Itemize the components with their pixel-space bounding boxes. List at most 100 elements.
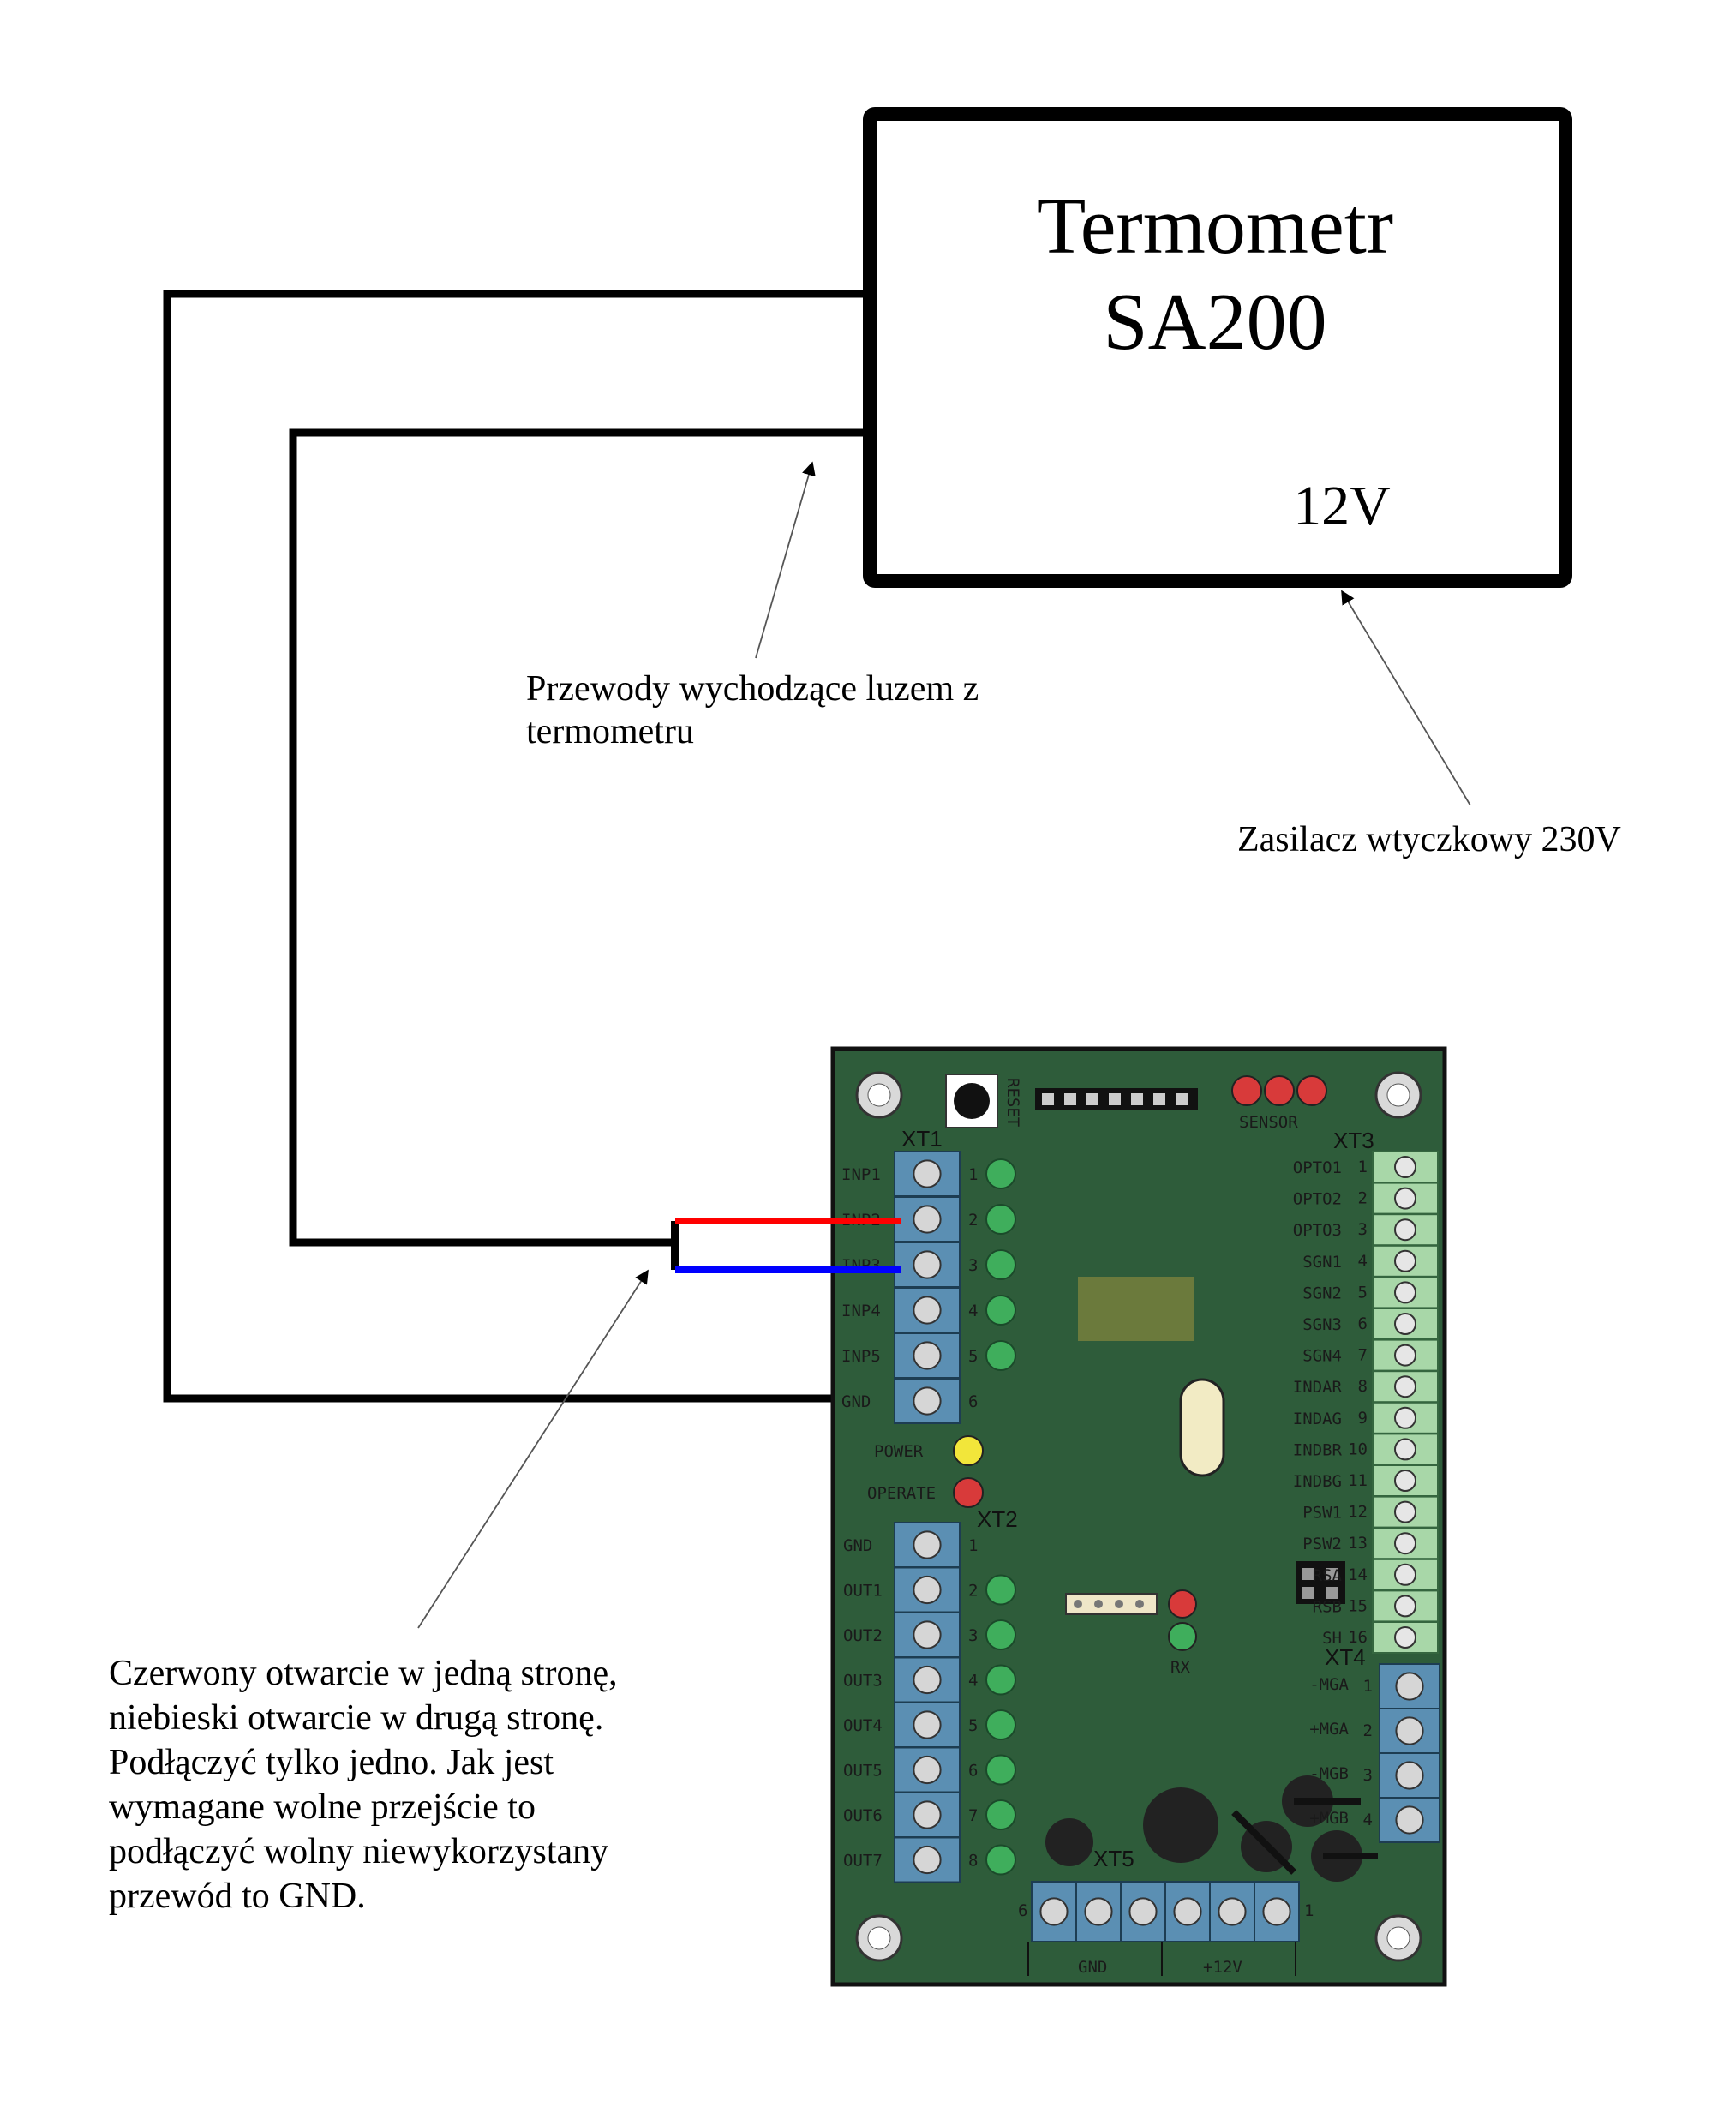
outer-black-wire <box>163 290 900 1403</box>
pin-number: 3 <box>1358 1220 1368 1239</box>
terminal-out1[interactable] <box>894 1566 961 1613</box>
pin-number: 14 <box>1348 1565 1368 1584</box>
mounting-hole <box>1374 1071 1422 1119</box>
pin-number: 16 <box>1348 1628 1368 1647</box>
jumper-block[interactable] <box>1296 1561 1345 1604</box>
loose-wires-label-line1: Przewody wychodzące luzem z <box>526 669 979 709</box>
instructions-text: Czerwony otwarcie w jedną stronę, niebie… <box>109 1654 618 1916</box>
power-supply-label: Zasilacz wtyczkowy 230V <box>1237 820 1621 859</box>
instructions-line: Podłączyć tylko jedno. Jak jest <box>109 1743 554 1782</box>
terminal-inp4[interactable] <box>894 1287 961 1333</box>
sensor-led <box>1231 1075 1262 1106</box>
terminal-gnd[interactable] <box>894 1522 961 1568</box>
pin-number: 2 <box>1363 1721 1373 1740</box>
power-terminal[interactable] <box>1075 1881 1122 1942</box>
power-terminal[interactable] <box>1164 1881 1211 1942</box>
transistor <box>1311 1830 1378 1882</box>
pin-label-mg: +MGB <box>1309 1809 1349 1828</box>
terminal--mgb[interactable] <box>1379 1752 1440 1799</box>
instructions-line: niebieski otwarcie w drugą stronę. <box>109 1698 603 1738</box>
pin-number: 13 <box>1348 1534 1368 1553</box>
terminal--mga[interactable] <box>1379 1663 1440 1709</box>
terminal-screw <box>1394 1218 1416 1242</box>
terminal-screw <box>1394 1375 1416 1398</box>
terminal-inp5[interactable] <box>894 1332 961 1379</box>
terminal-screw <box>1394 1595 1416 1618</box>
pin-label-rsa: RSA <box>1313 1566 1343 1585</box>
mounting-hole <box>1374 1914 1422 1962</box>
programming-header <box>1035 1088 1198 1110</box>
terminal-out7[interactable] <box>894 1836 961 1883</box>
reset-button[interactable] <box>945 1074 998 1128</box>
pin-number: 7 <box>968 1806 978 1825</box>
chip-outline <box>1078 1277 1194 1341</box>
instructions-line: wymagane wolne przejście to <box>109 1787 536 1827</box>
terminal-+mga[interactable] <box>1379 1708 1440 1754</box>
crystal <box>1179 1378 1225 1477</box>
power-terminal[interactable] <box>1120 1881 1166 1942</box>
terminal-inp1[interactable] <box>894 1151 961 1197</box>
xt2-title: XT2 <box>977 1506 1018 1532</box>
terminal-gnd[interactable] <box>894 1378 961 1424</box>
terminal-out5[interactable] <box>894 1746 961 1793</box>
power-supply-arrow <box>1341 590 1471 806</box>
output-led <box>985 1709 1016 1740</box>
pin-label-gnd: GND <box>843 1536 872 1555</box>
output-led <box>985 1619 1016 1650</box>
terminal-out3[interactable] <box>894 1656 961 1703</box>
instructions-arrow <box>417 1269 649 1629</box>
pin-number: 2 <box>968 1211 978 1230</box>
pin-label-gnd: GND <box>841 1392 871 1411</box>
pin-number: 9 <box>1358 1409 1368 1428</box>
pin-label-inp4: INP4 <box>841 1302 881 1320</box>
pin-number: 1 <box>1358 1158 1368 1176</box>
power-terminal[interactable] <box>1254 1881 1300 1942</box>
input-led <box>985 1295 1016 1326</box>
inner-black-wire <box>289 428 870 1247</box>
tx-led <box>1168 1589 1197 1619</box>
output-led <box>985 1844 1016 1876</box>
terminal-screw <box>1394 1187 1416 1210</box>
terminal-screw <box>1394 1249 1416 1272</box>
sensor-leds <box>1231 1075 1327 1106</box>
output-led <box>985 1754 1016 1786</box>
pin-label-inp5: INP5 <box>841 1347 881 1366</box>
terminal-out6[interactable] <box>894 1792 961 1838</box>
terminal-screw <box>1394 1156 1416 1178</box>
reset-label: RESET <box>1003 1078 1022 1127</box>
pin-label-indbr: INDBR <box>1293 1440 1343 1459</box>
pin-number: 8 <box>968 1852 978 1871</box>
pin-label-out4: OUT4 <box>843 1716 883 1735</box>
pin-label-mg: -MGB <box>1309 1764 1349 1783</box>
xt3-title: XT3 <box>1333 1128 1374 1153</box>
xt5-num-right: 1 <box>1304 1901 1314 1920</box>
power-terminal[interactable] <box>1209 1881 1255 1942</box>
terminal-inp3[interactable] <box>894 1242 961 1288</box>
mounting-hole <box>855 1914 903 1962</box>
pin-label-opto2: OPTO2 <box>1293 1190 1342 1209</box>
pin-number: 3 <box>968 1256 978 1275</box>
pin-number: 5 <box>1358 1283 1368 1302</box>
pin-label-sgn2: SGN2 <box>1302 1284 1342 1302</box>
pin-number: 4 <box>1358 1252 1368 1271</box>
terminal-out2[interactable] <box>894 1612 961 1658</box>
transistor <box>1231 1810 1296 1875</box>
terminal-+mgb[interactable] <box>1379 1797 1440 1843</box>
thermometer-title-line2: SA200 <box>1103 278 1326 367</box>
pin-label-out2: OUT2 <box>843 1626 883 1645</box>
xt5-num-left: 6 <box>1018 1901 1027 1920</box>
xt1-title: XT1 <box>901 1126 943 1152</box>
terminal-screw <box>1394 1626 1416 1649</box>
power-terminal[interactable] <box>1031 1881 1077 1942</box>
pin-number: 1 <box>968 1536 978 1555</box>
pin-label-indag: INDAG <box>1293 1410 1342 1428</box>
terminal-out4[interactable] <box>894 1702 961 1748</box>
thermometer-title-line1: Termometr <box>1037 182 1393 271</box>
mounting-hole <box>855 1071 903 1119</box>
pin-label-out1: OUT1 <box>843 1582 883 1601</box>
controller-board: RESET SENSOR RX <box>830 1046 1447 1987</box>
terminal-inp2[interactable] <box>894 1196 961 1242</box>
xt4-title: XT4 <box>1325 1644 1366 1670</box>
